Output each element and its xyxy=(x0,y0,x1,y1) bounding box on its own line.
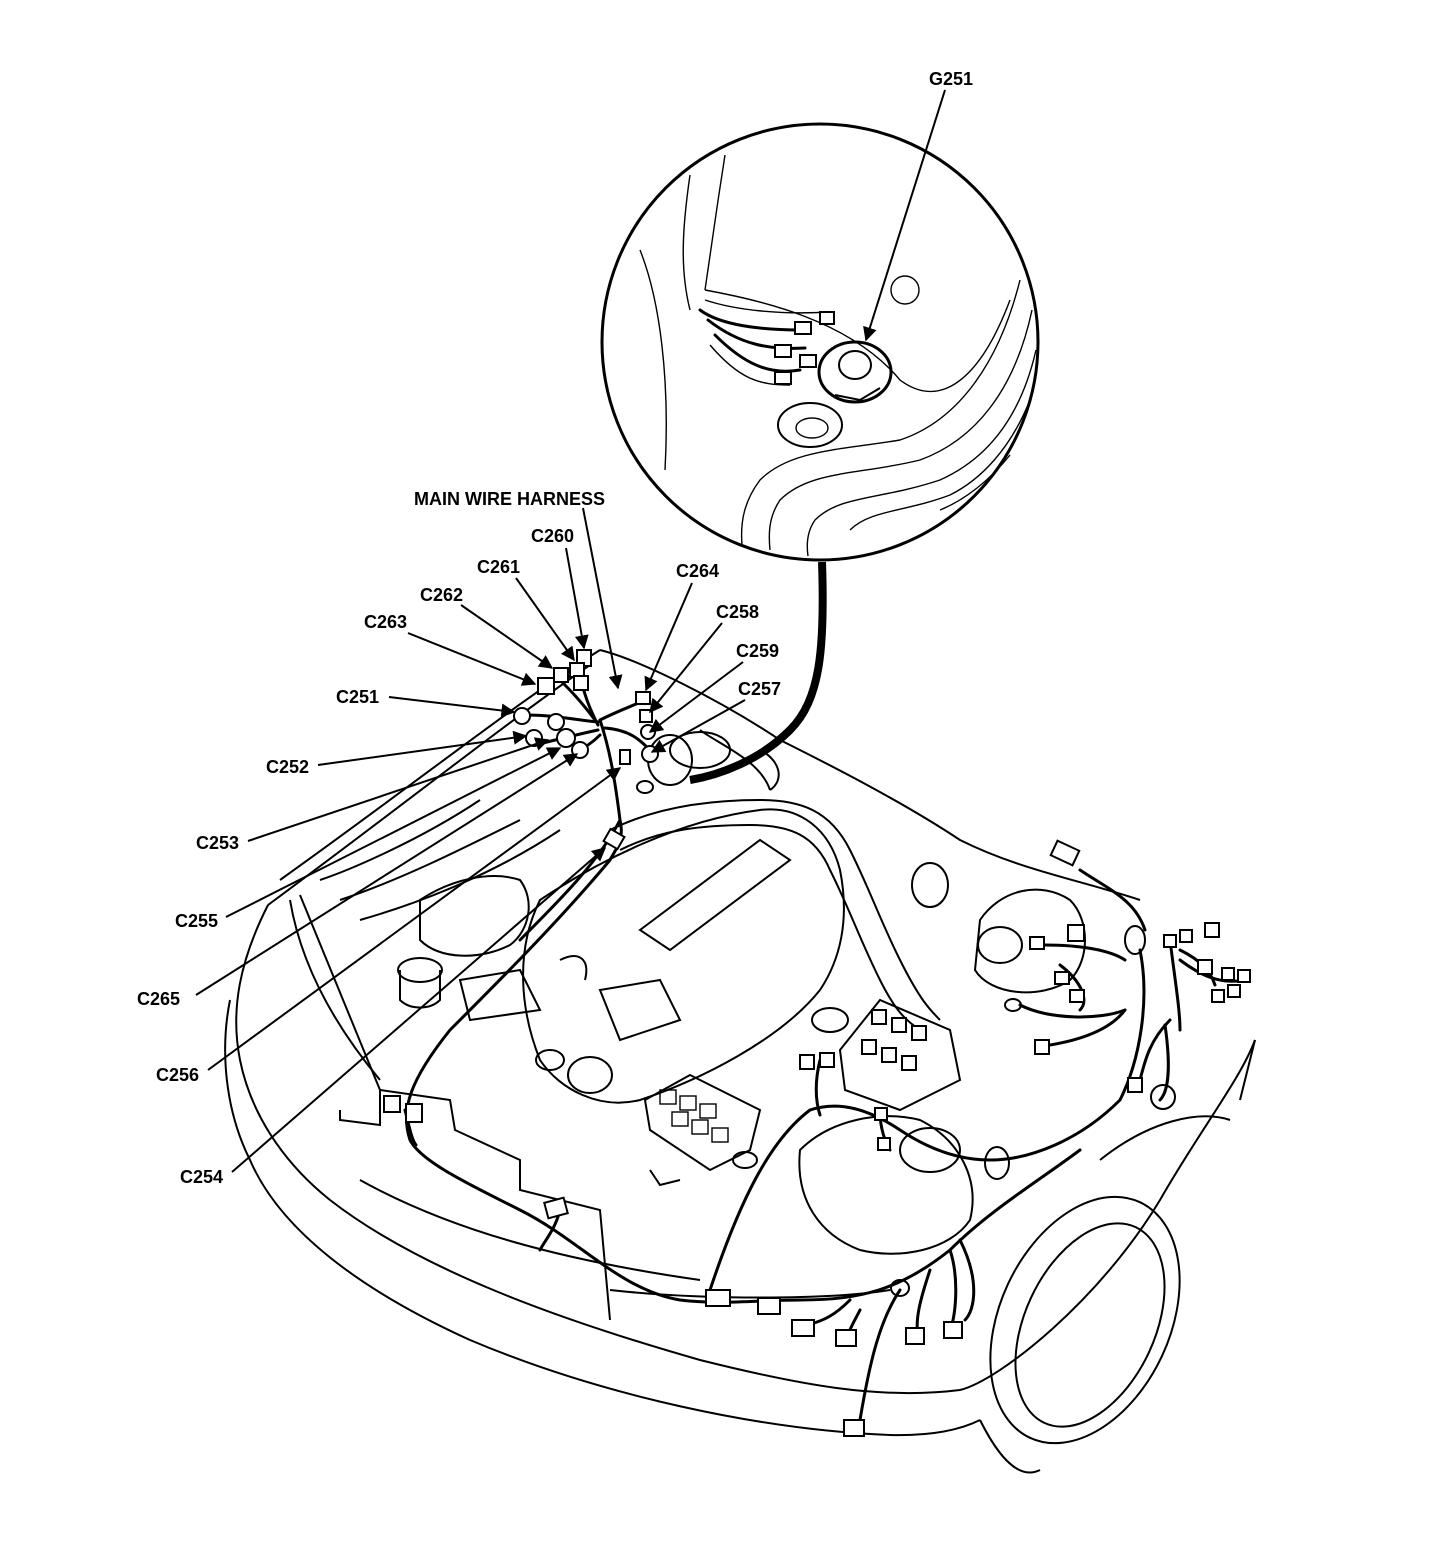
vehicle-body xyxy=(224,649,1256,1474)
harness-routing xyxy=(403,663,1247,1422)
label-c254: C254 xyxy=(180,1167,224,1187)
label-c255: C255 xyxy=(175,911,219,931)
label-c260: C260 xyxy=(531,526,575,546)
label-c253: C253 xyxy=(196,833,240,853)
label-main-wire-harness: MAIN WIRE HARNESS xyxy=(414,489,606,509)
detail-inset xyxy=(600,122,1040,784)
label-c251: C251 xyxy=(336,687,380,707)
label-c262: C262 xyxy=(420,585,464,605)
connectors xyxy=(383,649,1251,1437)
leader-lines xyxy=(195,89,946,1173)
label-c265: C265 xyxy=(137,989,181,1009)
engine-compartment xyxy=(397,780,1086,1255)
label-c256: C256 xyxy=(156,1065,200,1085)
label-c257: C257 xyxy=(738,679,782,699)
label-c258: C258 xyxy=(716,602,760,622)
label-c259: C259 xyxy=(736,641,780,661)
label-g251: G251 xyxy=(929,69,974,89)
label-c261: C261 xyxy=(477,557,521,577)
label-c252: C252 xyxy=(266,757,310,777)
label-c263: C263 xyxy=(364,612,408,632)
label-c264: C264 xyxy=(676,561,720,581)
